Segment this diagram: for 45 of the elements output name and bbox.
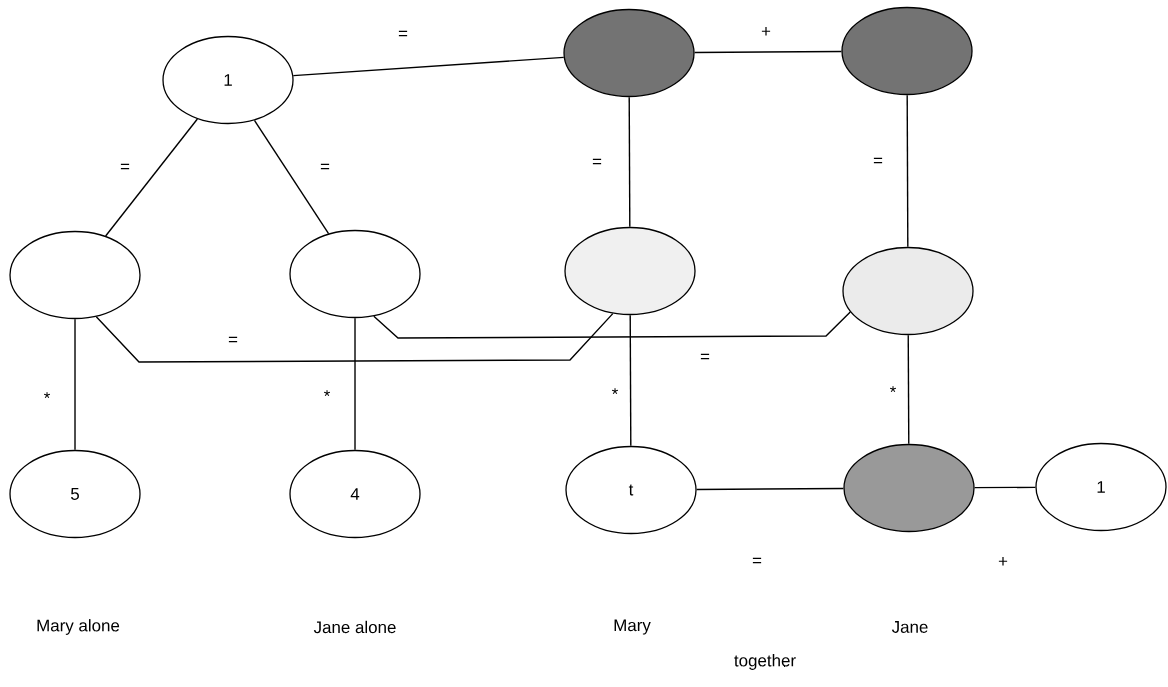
caption-label: Mary (614, 619, 651, 635)
shaded-ellipse (564, 226, 696, 316)
connector-line (354, 317, 356, 451)
edge-label: * (889, 386, 897, 393)
edge-label: = (752, 557, 762, 564)
connector-line (628, 96, 631, 228)
connector-line (629, 314, 632, 447)
edge-label: = (320, 163, 330, 170)
ellipse-node: 4 (289, 449, 421, 539)
connector-line (74, 318, 76, 451)
edge-label: = (120, 163, 130, 170)
edge-label: + (761, 27, 771, 36)
ellipse-node: t (565, 445, 697, 535)
edge-label: = (700, 353, 710, 360)
caption-label: Jane (891, 621, 928, 633)
edge-label: = (873, 157, 883, 164)
connector-line (695, 487, 845, 491)
shaded-ellipse (842, 246, 974, 336)
edge-label: * (44, 392, 51, 399)
edge-label: = (398, 30, 408, 37)
ellipse-node: 1 (1035, 442, 1167, 532)
connector-line (104, 118, 199, 237)
edge-label: + (998, 557, 1008, 566)
connector-line (907, 334, 910, 445)
shaded-ellipse (841, 6, 973, 96)
shaded-ellipse (9, 230, 141, 320)
connector-line (373, 311, 851, 339)
edge-label: = (592, 158, 602, 165)
connector-line (95, 312, 614, 363)
ellipse-node: 5 (9, 449, 141, 539)
shaded-ellipse (563, 8, 695, 98)
shaded-ellipse (289, 229, 421, 319)
caption-label: Jane alone (313, 620, 396, 634)
connector-line (693, 50, 843, 54)
connector-line (253, 119, 330, 235)
edge-label: = (228, 336, 238, 343)
caption-label: Mary alone (37, 619, 120, 635)
connector-line (906, 94, 909, 248)
edge-label: * (324, 390, 331, 397)
connector-line (973, 486, 1037, 489)
caption-label: together (734, 654, 796, 670)
shaded-ellipse (843, 443, 975, 533)
connector-line (292, 56, 565, 77)
edge-label: * (612, 388, 619, 395)
ellipse-node: 1 (162, 35, 294, 125)
